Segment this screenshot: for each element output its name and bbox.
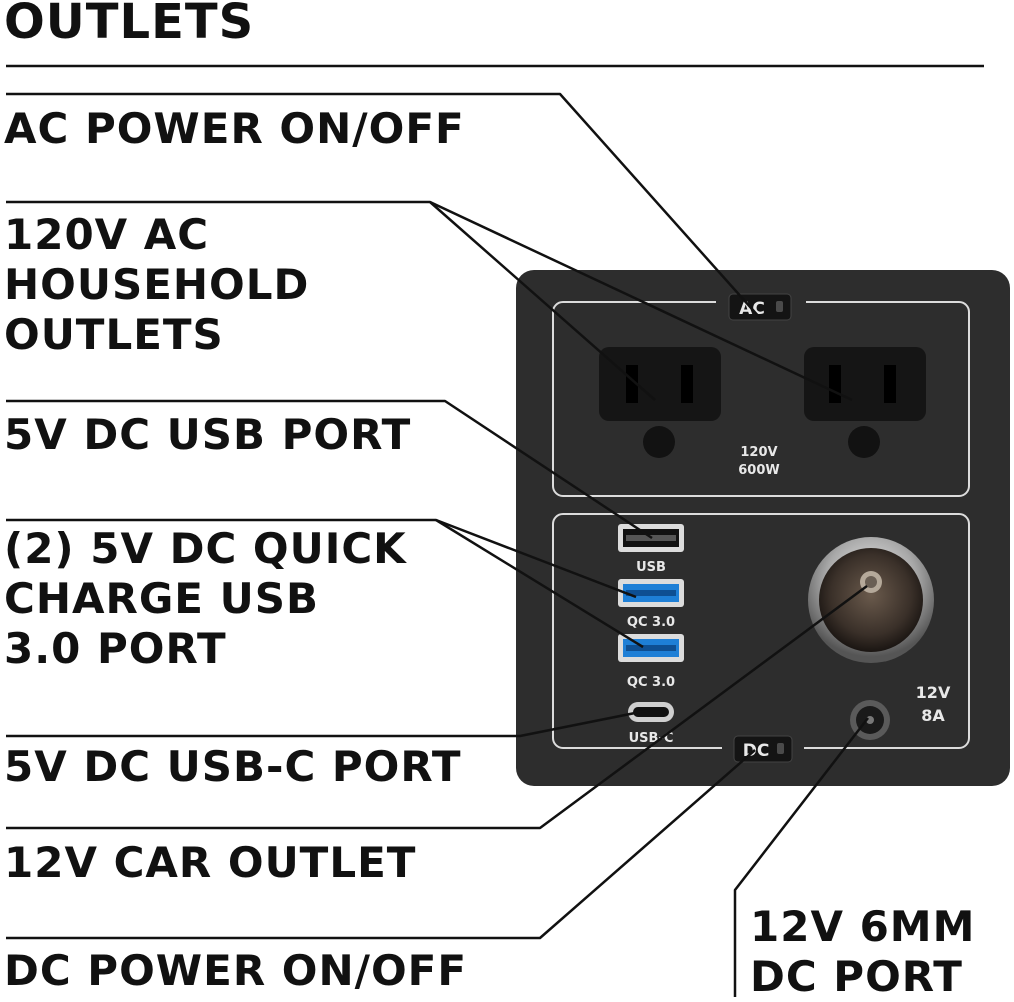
qc-port-1-label: QC 3.0	[627, 615, 675, 630]
ac-rating-watts: 600W	[738, 463, 779, 478]
leader-dc-port	[733, 717, 869, 997]
label-usb-c-port: 5V DC USB-C PORT	[4, 742, 462, 791]
label-car-outlet: 12V CAR OUTLET	[4, 838, 417, 887]
qc-port-2-label: QC 3.0	[627, 675, 675, 690]
dc-rating-volts: 12V	[916, 683, 951, 702]
leader-dc-switch	[6, 749, 756, 940]
qc-port-1[interactable]	[618, 579, 684, 607]
label-quick-charge-ports: (2) 5V DC QUICK CHARGE USB 3.0 PORT	[4, 524, 407, 673]
label-usb-port: 5V DC USB PORT	[4, 410, 412, 459]
section-title: OUTLETS	[4, 0, 255, 50]
leader-usb	[6, 399, 653, 540]
leader-qc-2	[435, 518, 644, 649]
label-dc-port: 12V 6MM DC PORT	[750, 902, 976, 1001]
usb-c-port-label: USB-C	[629, 731, 674, 746]
ac-power-button[interactable]: AC	[728, 293, 792, 321]
leader-car	[6, 584, 868, 830]
label-ac-outlets: 120V AC HOUSEHOLD OUTLETS	[4, 210, 310, 359]
car-outlet[interactable]	[808, 537, 934, 663]
dc-rating-amps: 8A	[921, 706, 945, 725]
usb-c-port[interactable]	[628, 702, 674, 722]
ac-outlet-1[interactable]	[599, 347, 721, 458]
leader-ac-switch	[6, 92, 761, 319]
usb-port-label: USB	[636, 560, 666, 575]
leader-lines	[6, 92, 869, 997]
label-dc-power-switch: DC POWER ON/OFF	[4, 946, 468, 995]
leader-ac-outlet-2	[429, 200, 853, 402]
ac-rating-volts: 120V	[740, 445, 777, 460]
leader-usb-c	[6, 708, 651, 738]
label-ac-power-switch: AC POWER ON/OFF	[4, 104, 465, 153]
dc-power-button[interactable]: DC	[733, 735, 793, 763]
